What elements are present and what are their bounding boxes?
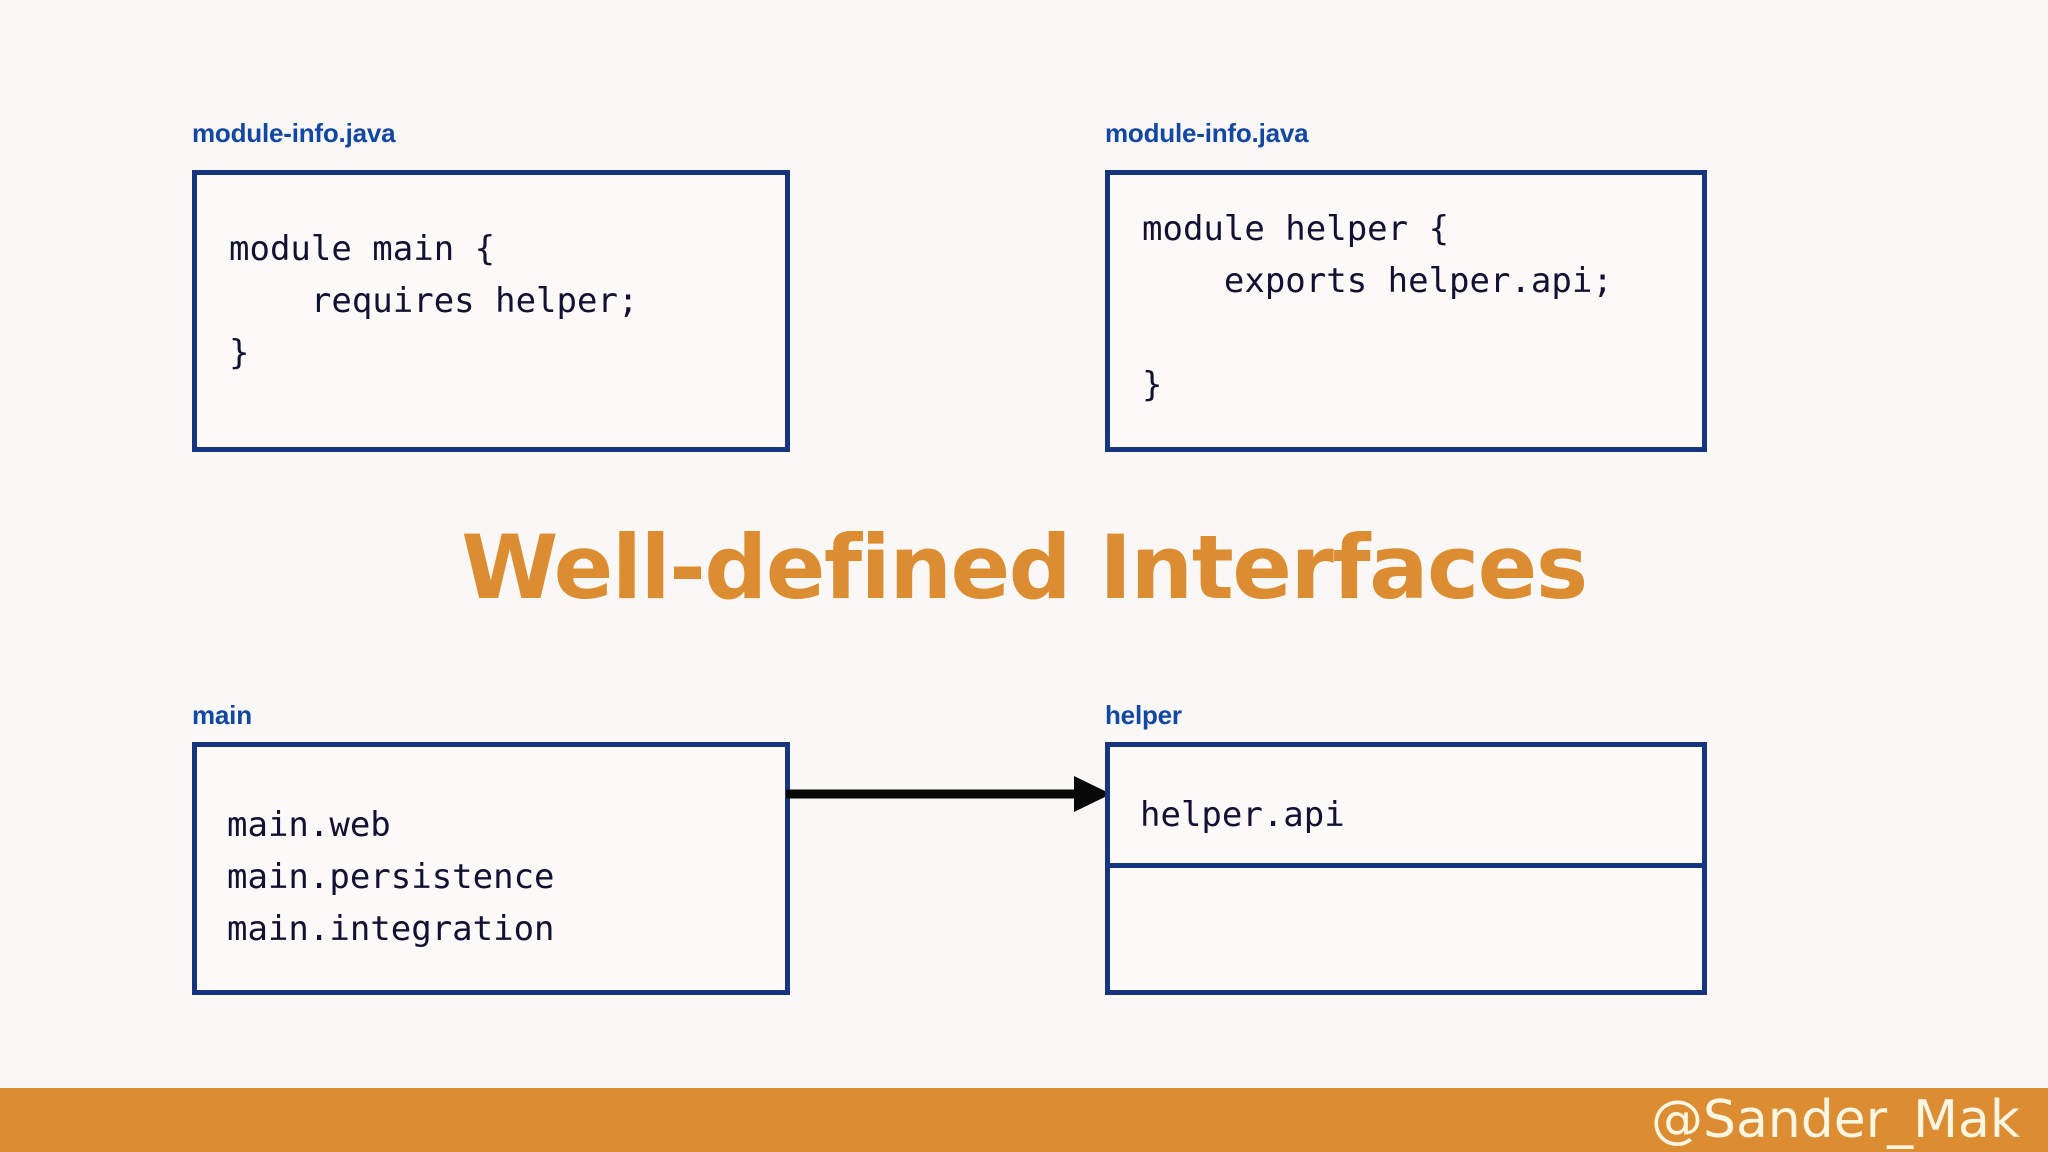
helper-exported-package-list: helper.api — [1140, 795, 1345, 835]
footer-twitter-handle: @Sander_Mak — [1650, 1090, 2020, 1150]
footer-bar: @Sander_Mak — [0, 1088, 2048, 1152]
main-module-box: main.web main.persistence main.integrati… — [192, 742, 790, 995]
helper-module-info-box: module helper { exports helper.api; } — [1105, 170, 1707, 452]
main-module-info-box: module main { requires helper; } — [192, 170, 790, 452]
helper-module-label: helper — [1105, 700, 1182, 730]
main-module-label: main — [192, 700, 252, 730]
top-right-box-label: module-info.java — [1105, 118, 1309, 148]
main-module-info-code: module main { requires helper; } — [229, 229, 639, 373]
main-package-list: main.web main.persistence main.integrati… — [227, 805, 555, 949]
helper-module-box: helper.api — [1105, 742, 1707, 995]
page-title: Well-defined Interfaces — [461, 516, 1588, 619]
arrow-icon — [786, 776, 1111, 812]
helper-module-info-code: module helper { exports helper.api; } — [1142, 209, 1613, 405]
helper-box-divider — [1110, 863, 1702, 868]
requires-arrow — [786, 770, 1111, 818]
top-left-box-label: module-info.java — [192, 118, 396, 148]
